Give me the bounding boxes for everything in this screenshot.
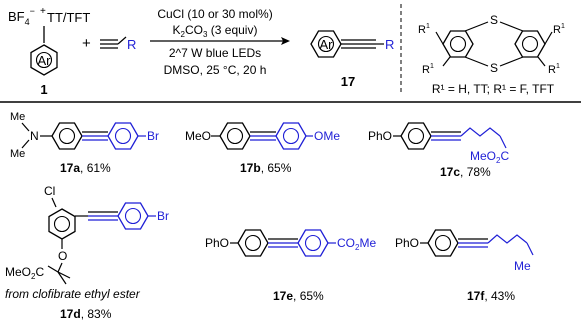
product-17f-label: 17f, 43% <box>467 289 515 303</box>
aryl-label: Ar <box>38 53 52 68</box>
product-17e-label: 17e, 65% <box>273 289 324 303</box>
methoxy-left-label: MeO <box>185 129 211 143</box>
product-17e: PhO CO2Me 17e, 65% <box>205 229 376 303</box>
product-17a: Me Me N Br 17a, 61% <box>10 111 159 175</box>
plus-sign: + <box>82 35 91 52</box>
base-text: K2CO3 (3 equiv) <box>173 23 258 39</box>
product-17b: MeO OMe 17b, 65% <box>185 122 340 175</box>
ether-oxygen: O <box>58 249 67 263</box>
product-general: Ar R 17 <box>310 30 394 89</box>
counterion-label: BF4− <box>8 6 35 27</box>
thianthrene-structure: S S R1 R1 R1 R1 R¹ = H, TT; R¹ = F, TFT <box>418 13 565 96</box>
chloro-label: Cl <box>44 184 55 198</box>
methoxy-right-label: OMe <box>314 129 340 143</box>
catalyst-text: CuCl (10 or 30 mol%) <box>157 7 272 21</box>
product-17c: PhO MeO2C 17c, 78% <box>368 122 509 179</box>
reagent-number: 1 <box>40 82 47 97</box>
me-bottom: Me <box>10 148 25 160</box>
sulfur-bottom: S <box>490 61 498 75</box>
thianthrene-legend: R¹ = H, TT; R¹ = F, TFT <box>432 82 555 96</box>
product-aryl-label: Ar <box>320 37 334 52</box>
terminal-alkyne: R <box>100 36 136 52</box>
r1-topleft: R1 <box>418 23 430 36</box>
r1-bottomleft: R1 <box>422 63 434 76</box>
product-17f: PhO Me 17f, 43% <box>395 229 534 303</box>
phenoxy-label: PhO <box>368 129 392 143</box>
product-17c-label: 17c, 78% <box>440 165 491 179</box>
product-17a-label: 17a, 61% <box>60 161 111 175</box>
r1-topright: R1 <box>553 23 565 36</box>
methyl-label-17f: Me <box>514 259 531 273</box>
bromo-label: Br <box>147 129 159 143</box>
reaction-header: BF4− + TT/TFT Ar 1 + R CuCl (10 or 30 mo… <box>8 4 565 97</box>
product-r-label: R <box>385 37 394 52</box>
phenoxy-label-17f: PhO <box>395 236 419 250</box>
phenoxy-label-17e: PhO <box>205 236 229 250</box>
product-17d-label: 17d, 83% <box>60 307 112 321</box>
product-17d: Cl Br O MeO2C from clofibrate ethyl este… <box>5 184 169 321</box>
ester-label-17e: CO2Me <box>337 236 376 252</box>
ester-label: MeO2C <box>5 265 44 281</box>
alkyne-r-label: R <box>127 37 136 52</box>
r1-bottomright: R1 <box>548 63 560 76</box>
reaction-conditions: CuCl (10 or 30 mol%) K2CO3 (3 equiv) 2^7… <box>150 7 290 77</box>
reagent-aryl-thianthrenium: BF4− + TT/TFT Ar 1 <box>8 6 90 97</box>
me-top: Me <box>10 111 25 123</box>
bromo-label-17d: Br <box>157 209 169 223</box>
solvent-text: DMSO, 25 °C, 20 h <box>164 63 267 77</box>
cation-charge: + <box>40 6 46 17</box>
sulfur-top: S <box>490 13 498 27</box>
tt-label: TT/TFT <box>47 10 90 25</box>
origin-note: from clofibrate ethyl ester <box>5 287 141 301</box>
product-17b-label: 17b, 65% <box>240 161 292 175</box>
nitrogen-label: N <box>30 129 39 143</box>
product-number: 17 <box>341 74 355 89</box>
methyl-ester-label: MeO2C <box>470 149 509 165</box>
light-text: 2^7 W blue LEDs <box>169 46 261 60</box>
